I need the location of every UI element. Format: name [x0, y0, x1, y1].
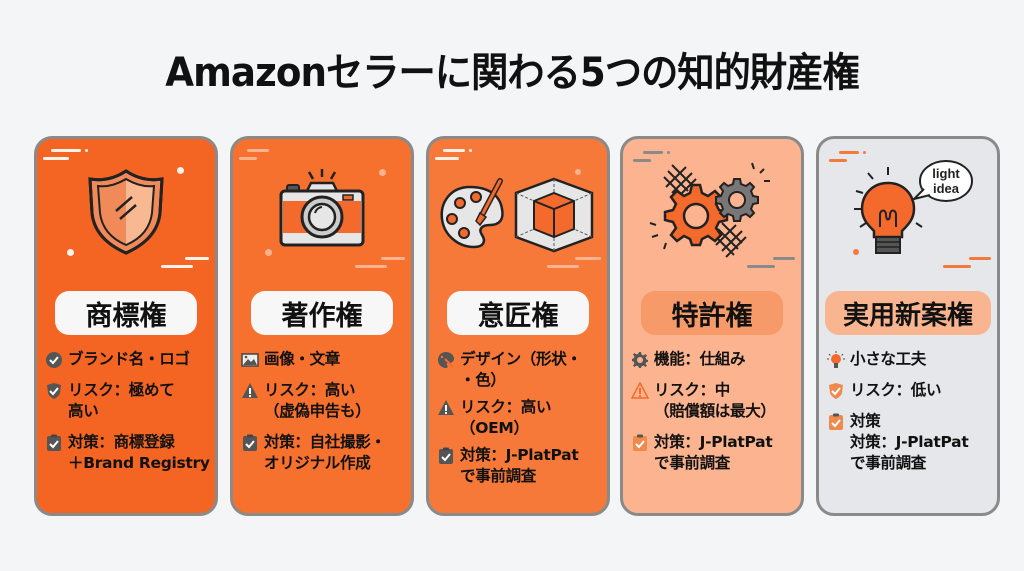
list-item: 小さな工夫 [827, 349, 993, 370]
decor-dot [85, 149, 88, 152]
badge-check-icon [46, 352, 62, 368]
list-item: 対策：J-PlatPat で事前調査 [437, 445, 603, 487]
list-item: 対策：商標登録 ＋Brand Registry [45, 432, 211, 474]
palette-cube-icon [429, 153, 607, 273]
list-item: 機能：仕組み [631, 349, 797, 370]
list-item: リスク：中 （賠償額は最大） [631, 380, 797, 422]
decor-line [773, 257, 795, 260]
decor-dot [67, 249, 74, 256]
list-item: 対策：自社撮影・ オリジナル作成 [241, 432, 407, 474]
decor-line [443, 149, 465, 152]
card-item-list: 小さな工夫 リスク：低い 対策 対策：J-PlatPat で事前調査 [827, 349, 993, 484]
decor-line [51, 149, 81, 152]
list-item: リスク：極めて 高い [45, 380, 211, 422]
decor-line [355, 265, 387, 268]
decor-line [943, 265, 971, 268]
decor-dot [379, 169, 386, 176]
decor-dot [863, 151, 866, 154]
decor-dot [575, 169, 581, 175]
decor-dot [667, 151, 670, 154]
decor-line [643, 151, 663, 154]
gears-icon [623, 153, 801, 273]
camera-icon [233, 153, 411, 273]
card-title-pill: 実用新案権 [825, 291, 991, 335]
decor-dot [853, 249, 859, 255]
decor-line [547, 265, 579, 268]
card-design-right: 意匠権 デザイン（形状・ ・色） リスク：高い （OEM） 対策：J-PlatP… [426, 136, 610, 516]
lightbulb-icon: light idea [819, 153, 997, 273]
list-item: デザイン（形状・ ・色） [437, 349, 603, 391]
decor-line [161, 265, 193, 268]
card-title-pill: 特許権 [641, 291, 783, 335]
card-copyright: 著作権 画像・文章 リスク：高い （虚偽申告も） 対策：自社撮影・ オリジナル作… [230, 136, 414, 516]
card-item-list: 画像・文章 リスク：高い （虚偽申告も） 対策：自社撮影・ オリジナル作成 [241, 349, 407, 484]
decor-line [575, 257, 601, 260]
gear-small [715, 178, 759, 222]
palette-icon [438, 352, 454, 368]
lightbulb-icon [827, 351, 845, 368]
decor-line [633, 159, 651, 162]
decor-line [747, 265, 775, 268]
decor-line [381, 257, 405, 260]
image-icon [241, 353, 259, 367]
clipboard-check-icon [47, 434, 61, 451]
list-item: リスク：低い [827, 380, 993, 401]
list-item: 画像・文章 [241, 349, 407, 370]
decor-line [247, 149, 269, 152]
list-item: ブランド名・ロゴ [45, 349, 211, 370]
svg-text:idea: idea [933, 181, 960, 196]
decor-dot [265, 249, 272, 256]
clipboard-check-icon [829, 413, 843, 430]
warning-icon [631, 382, 649, 399]
decor-dot [469, 149, 472, 152]
warning-icon [242, 383, 258, 398]
decor-line [435, 157, 459, 160]
clipboard-check-icon [243, 434, 257, 451]
list-item: 対策 対策：J-PlatPat で事前調査 [827, 411, 993, 474]
card-trademark: 商標権 ブランド名・ロゴ リスク：極めて 高い 対策：商標登録 ＋Brand R… [34, 136, 218, 516]
decor-line [185, 257, 209, 260]
list-item: リスク：高い （虚偽申告も） [241, 380, 407, 422]
decor-line [43, 157, 69, 160]
list-item: 対策：J-PlatPat で事前調査 [631, 432, 797, 474]
cube-icon [514, 177, 594, 253]
decor-line [239, 157, 257, 160]
page-title: Amazonセラーに関わる5つの知的財産権 [165, 50, 859, 96]
shield-check-icon [829, 383, 843, 399]
gear-icon [632, 352, 648, 368]
clipboard-check-icon [633, 434, 647, 451]
decor-line [829, 159, 847, 162]
card-item-list: 機能：仕組み リスク：中 （賠償額は最大） 対策：J-PlatPat で事前調査 [631, 349, 797, 484]
card-title-pill: 意匠権 [447, 291, 589, 335]
palette-icon [440, 178, 504, 249]
card-utility-model: light idea 実用新案権 小さな工夫 リスク：低い 対策 対策：J-Pl… [816, 136, 1000, 516]
speech-bubble: light idea [910, 160, 973, 202]
card-item-list: デザイン（形状・ ・色） リスク：高い （OEM） 対策：J-PlatPat で… [437, 349, 603, 497]
card-item-list: ブランド名・ロゴ リスク：極めて 高い 対策：商標登録 ＋Brand Regis… [45, 349, 211, 484]
decor-line [839, 151, 859, 154]
clipboard-check-icon [439, 447, 453, 464]
card-title-pill: 商標権 [55, 291, 197, 335]
svg-text:light: light [932, 166, 960, 181]
card-patent: 特許権 機能：仕組み リスク：中 （賠償額は最大） 対策：J-PlatPat で… [620, 136, 804, 516]
warning-icon [438, 400, 454, 415]
gear-large [663, 183, 729, 247]
decor-line [969, 257, 991, 260]
shield-icon [37, 153, 215, 273]
decor-dot [177, 167, 184, 174]
card-title-pill: 著作権 [251, 291, 393, 335]
list-item: リスク：高い （OEM） [437, 397, 603, 439]
shield-check-icon [47, 383, 61, 399]
